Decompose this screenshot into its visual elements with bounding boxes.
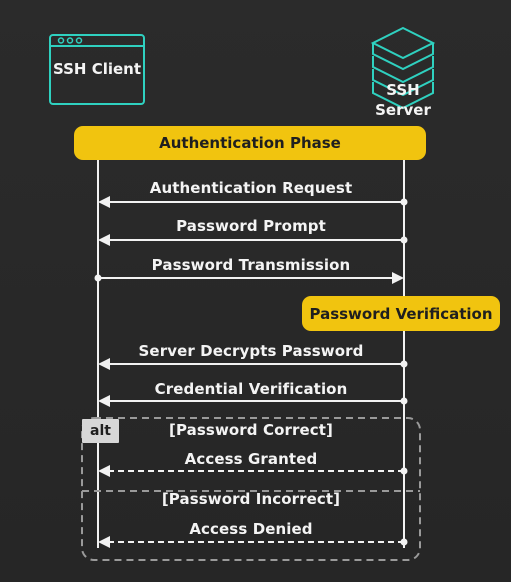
message-label-password-transmission: Password Transmission [151,256,351,274]
server-label-line-2: Server [375,101,431,119]
message-arrow-access-granted [98,465,408,477]
authentication-phase-banner: Authentication Phase [74,126,426,160]
alt-condition-incorrect: [Password Incorrect] [161,490,341,508]
message-label-credential-verification: Credential Verification [154,380,348,398]
client-window-icon [49,34,145,105]
message-arrow-password-transmission [94,272,404,284]
message-label-authentication-request: Authentication Request [149,179,353,197]
client-label: SSH Client [52,60,142,78]
message-label-access-denied: Access Denied [189,520,313,538]
message-arrow-access-denied [98,536,408,548]
password-verification-label: Password Verification [309,304,493,323]
message-arrow-password-prompt [98,234,408,246]
password-verification-banner: Password Verification [302,296,500,331]
server-label-line-1: SSH [386,81,420,99]
message-label-password-prompt: Password Prompt [176,217,326,235]
message-label-server-decrypts-password: Server Decrypts Password [138,342,364,360]
alt-condition-correct: [Password Correct] [169,421,333,439]
alt-tag: alt [82,419,119,443]
authentication-phase-label: Authentication Phase [159,134,341,152]
server-stack-icon [370,26,436,110]
message-arrow-server-decrypts-password [98,358,408,370]
alt-frame [81,417,421,561]
message-arrow-authentication-request [98,196,408,208]
message-label-access-granted: Access Granted [184,450,318,468]
message-arrow-credential-verification [98,395,408,407]
